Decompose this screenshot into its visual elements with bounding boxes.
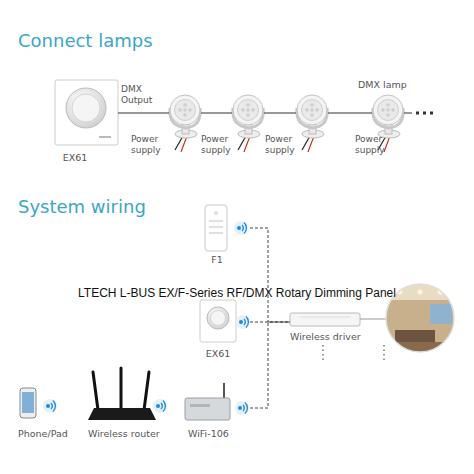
device-label: Power supply bbox=[355, 134, 395, 155]
lamp-illustration bbox=[297, 95, 327, 152]
router-body bbox=[88, 408, 156, 420]
phone-screen bbox=[22, 392, 34, 413]
dmx-wire bbox=[118, 113, 169, 114]
wireless-link bbox=[250, 228, 290, 322]
rotary-knob bbox=[207, 307, 229, 329]
wireless-signal bbox=[153, 399, 167, 413]
panel-logo bbox=[99, 136, 111, 138]
panel-body bbox=[55, 80, 118, 145]
overlay-caption: LTECH L-BUS EX/F-Series RF/DMX Rotary Di… bbox=[77, 286, 397, 300]
device-label: EX61 bbox=[60, 152, 90, 163]
signal-label: DMX Output bbox=[121, 84, 161, 105]
device-node: WiFi-106 bbox=[183, 392, 250, 422]
device-node: Power supply bbox=[169, 94, 201, 130]
device-node: Power supply bbox=[232, 94, 264, 130]
device-label: Wireless router bbox=[88, 428, 178, 439]
router-antenna bbox=[144, 372, 149, 410]
remote-body bbox=[205, 205, 227, 251]
remote-button bbox=[214, 211, 218, 215]
bus-wire bbox=[404, 113, 412, 114]
remote-button bbox=[209, 220, 223, 222]
dmx-wire bbox=[328, 113, 372, 114]
device-node: Wireless driver bbox=[290, 313, 360, 326]
device-node: DMX lampPower supply bbox=[372, 94, 404, 130]
continuation-dots bbox=[383, 345, 385, 360]
knob-face bbox=[211, 311, 226, 326]
driver-detail bbox=[300, 317, 350, 318]
rotary-knob bbox=[66, 88, 106, 128]
continuation-dot bbox=[416, 112, 419, 115]
lamp-illustration bbox=[233, 95, 263, 152]
device-label: EX61 bbox=[199, 348, 237, 359]
dmx-wire bbox=[201, 113, 232, 114]
knob-face bbox=[72, 94, 100, 122]
phone-body bbox=[20, 388, 36, 418]
wireless-signal bbox=[234, 221, 248, 235]
device-label: Power supply bbox=[131, 134, 171, 155]
device-label: Power supply bbox=[201, 134, 241, 155]
device-label: Phone/Pad bbox=[18, 428, 78, 439]
device-label: Wireless driver bbox=[290, 331, 375, 342]
photo-ring bbox=[386, 284, 454, 352]
wireless-signal bbox=[236, 315, 250, 329]
continuation-dot bbox=[423, 112, 426, 115]
device-label: F1 bbox=[202, 254, 232, 265]
device-antenna bbox=[223, 383, 225, 398]
device-node: EX61 bbox=[55, 80, 118, 145]
remote-button bbox=[209, 226, 223, 228]
continuation-dots bbox=[322, 345, 324, 360]
module-detail bbox=[190, 404, 210, 407]
wifi-module-body bbox=[185, 398, 230, 420]
driver-body bbox=[290, 313, 360, 326]
wireless-link bbox=[250, 322, 290, 408]
device-label: DMX lamp bbox=[358, 79, 418, 90]
router-antenna bbox=[120, 368, 123, 410]
wireless-signal bbox=[235, 401, 249, 415]
device-node: EX61 bbox=[198, 299, 250, 344]
continuation-dot bbox=[430, 112, 433, 115]
device-node: Power supply bbox=[296, 94, 328, 130]
output-wire bbox=[360, 319, 387, 320]
section-heading: System wiring bbox=[18, 196, 146, 218]
router-antenna bbox=[93, 372, 98, 410]
device-node: Wireless router bbox=[86, 366, 170, 422]
dmx-wire bbox=[264, 113, 296, 114]
wireless-signal bbox=[43, 399, 57, 413]
device-label: Power supply bbox=[265, 134, 305, 155]
device-label: WiFi-106 bbox=[188, 428, 248, 439]
device-node: F1 bbox=[198, 204, 250, 252]
room-photo bbox=[386, 284, 456, 354]
lamp-illustration bbox=[170, 95, 200, 152]
panel-body bbox=[200, 300, 236, 342]
device-node: Phone/Pad bbox=[18, 386, 60, 420]
section-heading: Connect lamps bbox=[18, 30, 153, 52]
remote-button bbox=[209, 232, 223, 234]
